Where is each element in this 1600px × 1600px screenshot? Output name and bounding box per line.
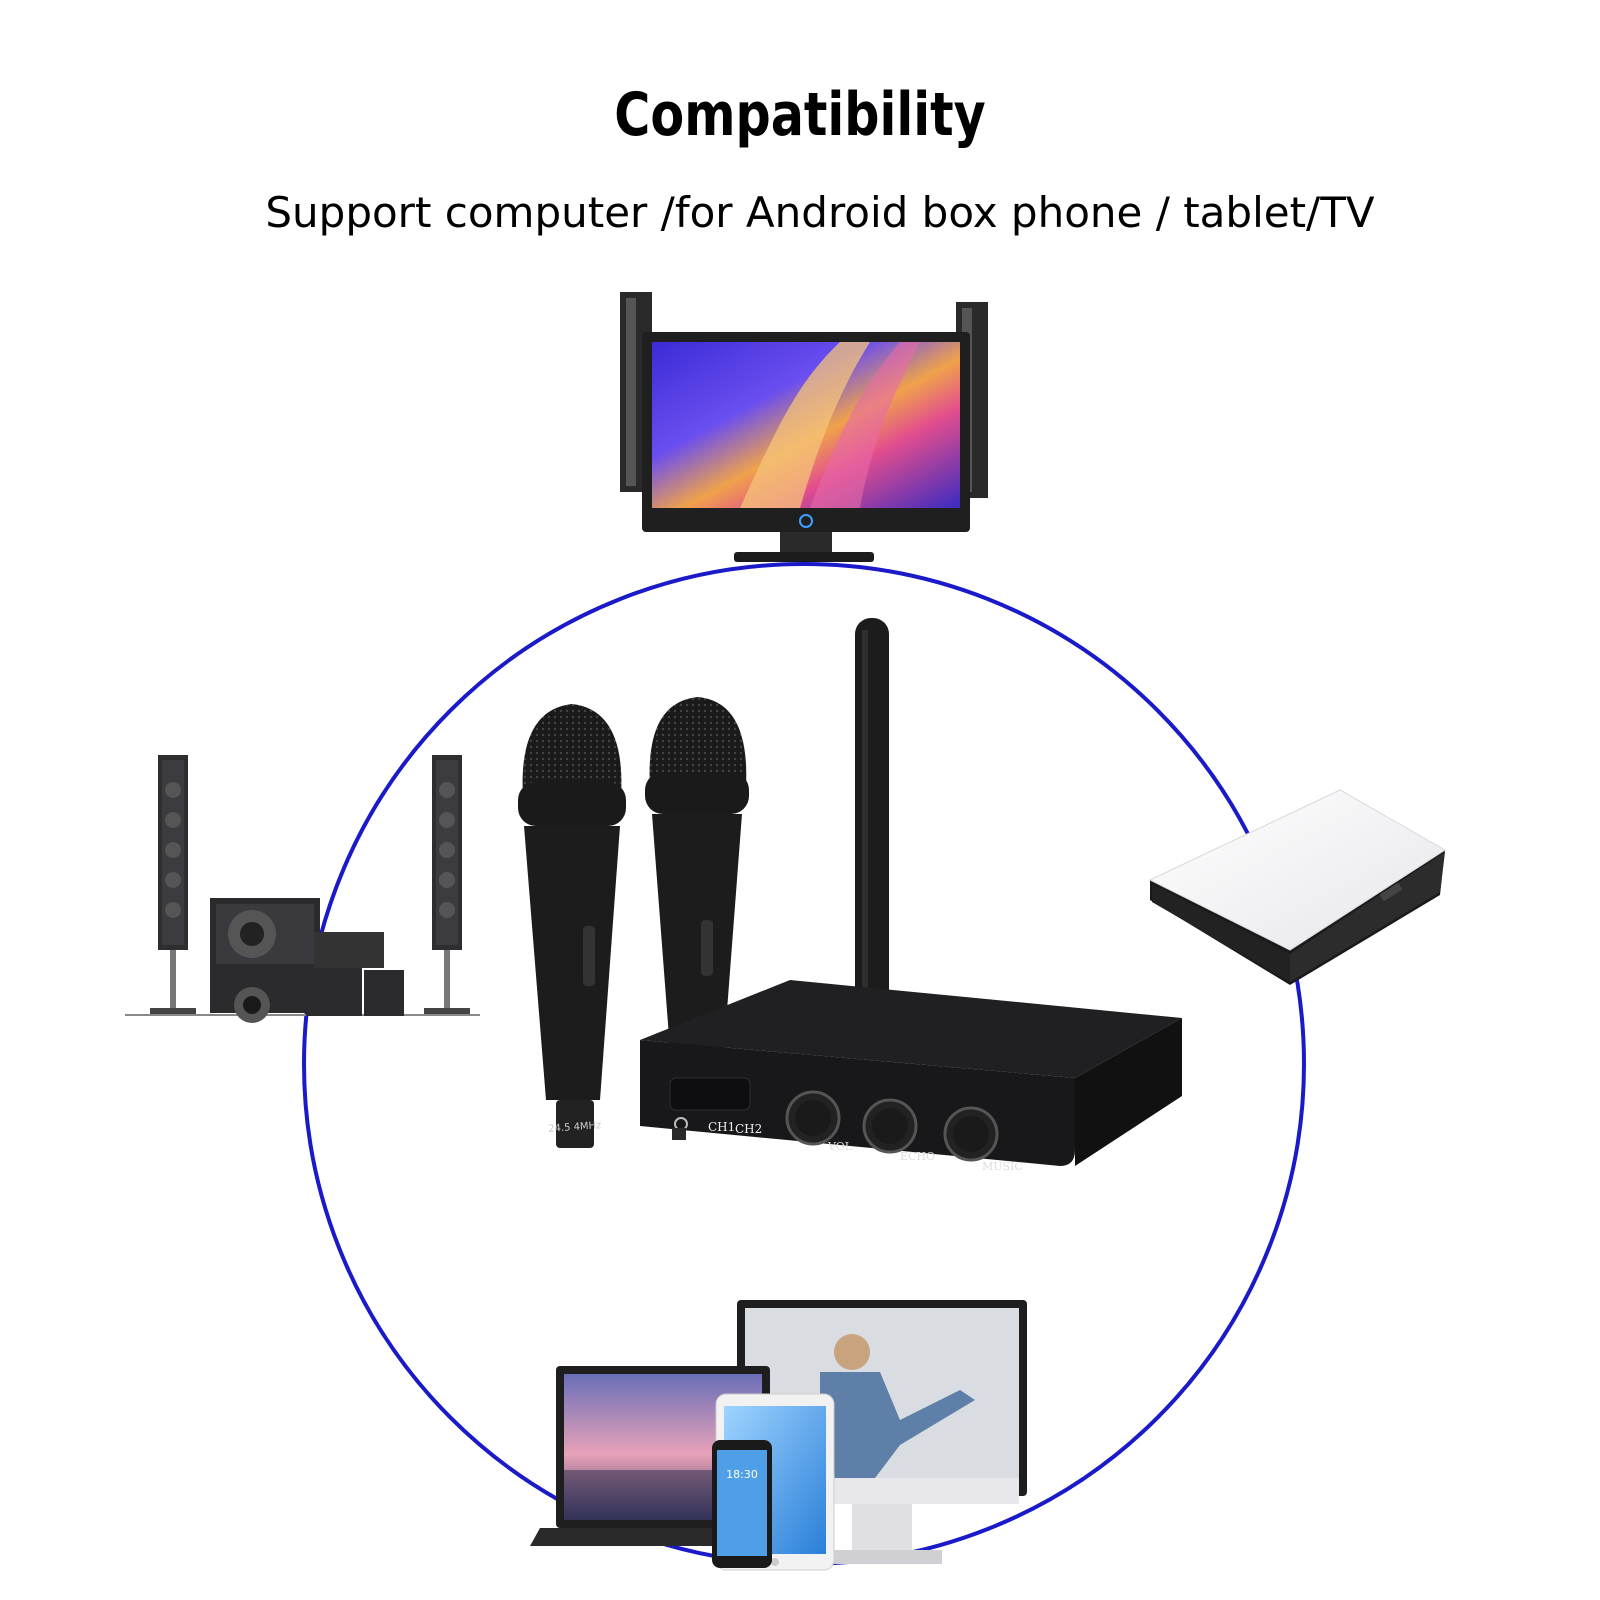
antenna — [855, 618, 889, 1018]
knob-echo-label: ECHO — [900, 1150, 935, 1163]
knob-vol-label: VOL — [827, 1140, 853, 1153]
music-knob[interactable] — [943, 1106, 999, 1162]
svg-text:18:30: 18:30 — [726, 1468, 758, 1481]
ch2-label: CH2 — [735, 1122, 762, 1136]
mic-band-label: 24.5 4MHz — [548, 1120, 602, 1135]
speaker-system-icon — [125, 755, 480, 1023]
android-box-icon — [1148, 789, 1446, 985]
microphone-icon — [645, 697, 749, 1050]
page-subtitle: Support computer /for Android box phone … — [265, 188, 1375, 237]
page-title: Compatibility — [614, 80, 986, 150]
ch1-label: CH1 — [708, 1120, 735, 1134]
vol-knob[interactable] — [785, 1090, 841, 1146]
echo-knob[interactable] — [862, 1098, 918, 1154]
tv-icon — [620, 292, 988, 562]
knob-music-label: MUSIC — [982, 1160, 1023, 1173]
microphone-icon: 24.5 4MHz — [518, 704, 626, 1148]
receiver-icon: CH1 CH2 VOL ECHO MUSIC — [640, 618, 1182, 1173]
computer-devices-icon: 18:30 — [530, 1300, 1027, 1571]
